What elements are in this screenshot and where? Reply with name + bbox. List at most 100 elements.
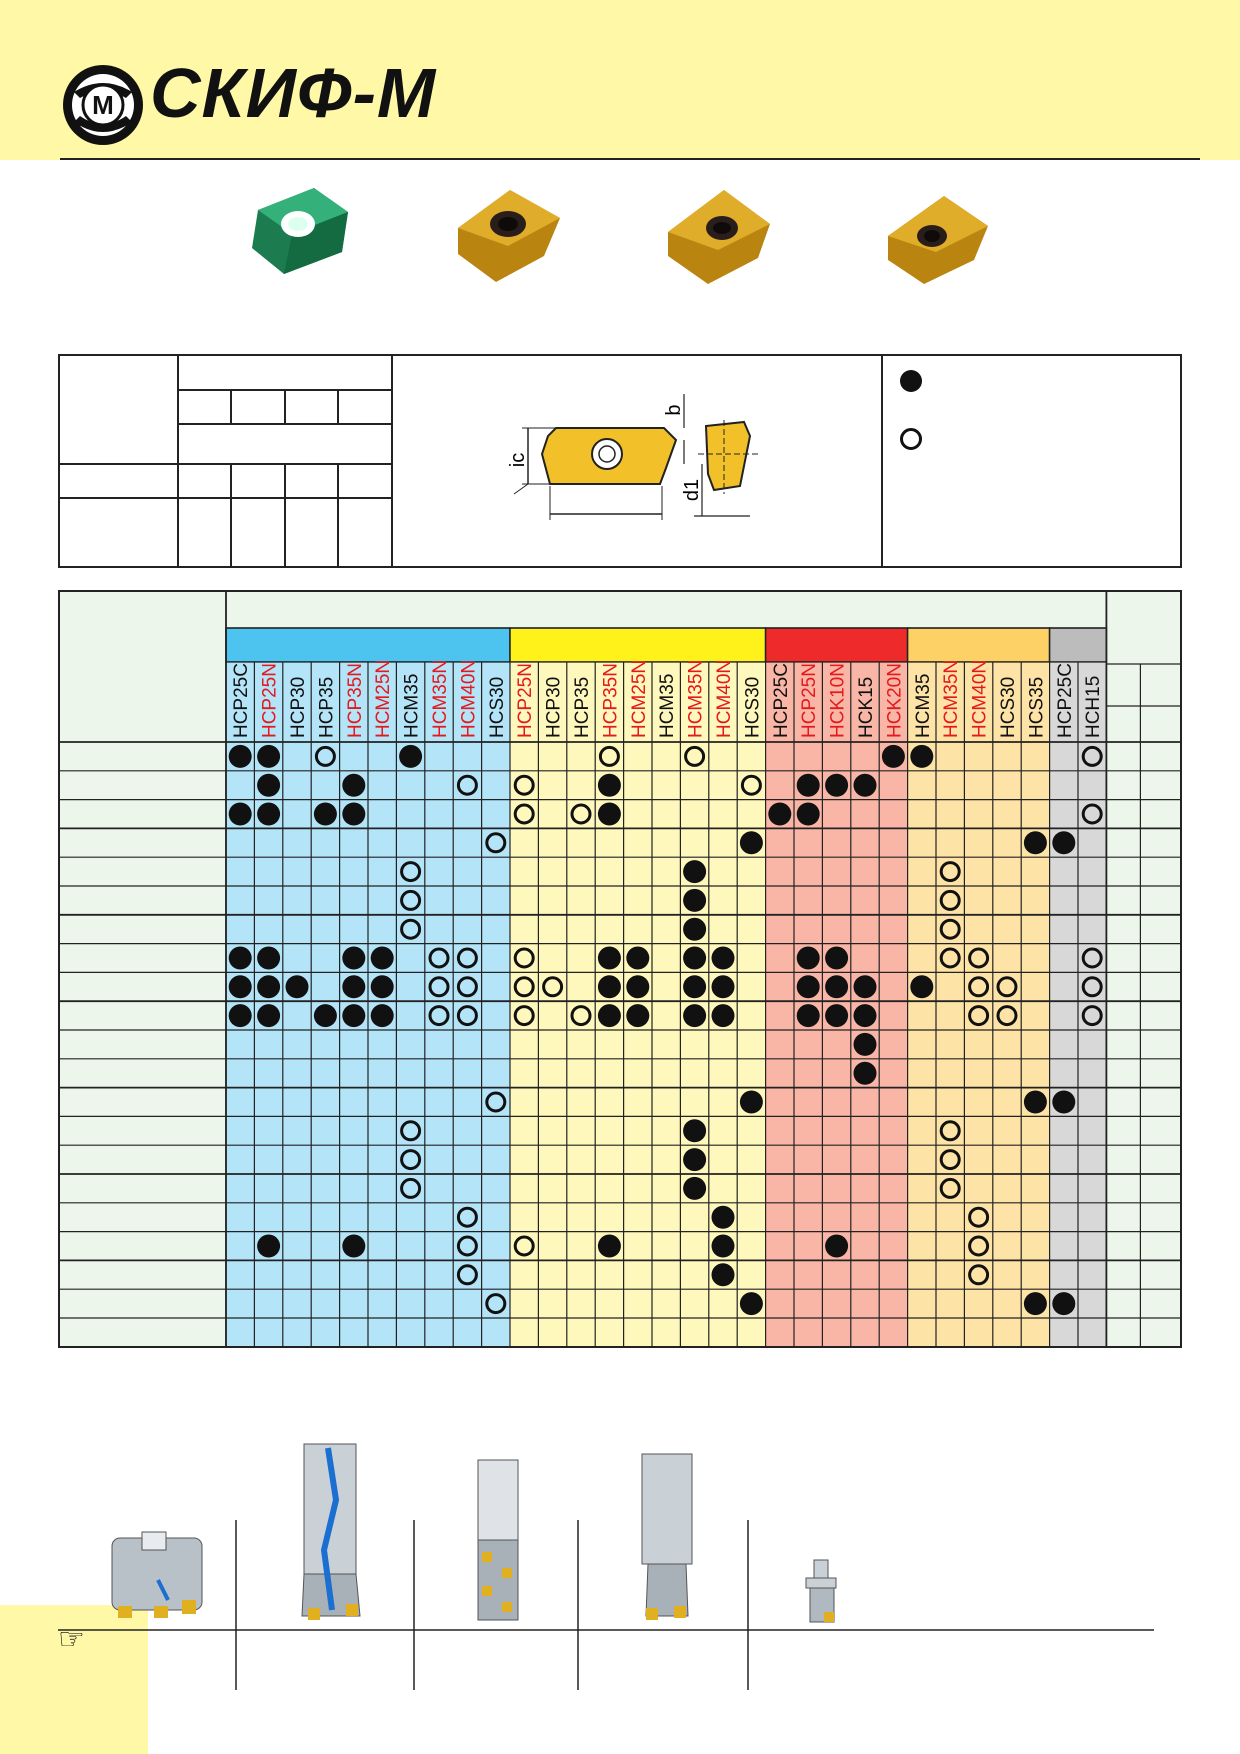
open-circle-mark — [598, 745, 620, 767]
filled-circle-mark — [342, 946, 366, 970]
column-label: HCP25C — [231, 663, 252, 738]
insert-green-icon — [252, 188, 348, 274]
filled-circle-mark — [825, 773, 849, 797]
open-circle-mark — [456, 1235, 478, 1257]
column-label: HCM35 — [913, 674, 934, 738]
filled-circle-mark — [228, 946, 252, 970]
open-circle-mark — [456, 1005, 478, 1027]
filled-circle-mark — [796, 946, 820, 970]
open-circle-mark — [968, 947, 990, 969]
open-circle-mark — [400, 889, 422, 911]
open-circle-mark — [485, 1293, 507, 1315]
filled-circle-mark — [683, 1176, 707, 1200]
filled-circle-mark — [257, 975, 281, 999]
column-label: HCM40N — [714, 660, 735, 738]
open-circle-mark — [968, 1264, 990, 1286]
open-circle-mark — [513, 803, 535, 825]
filled-circle-mark — [711, 1004, 735, 1028]
open-circle-mark — [428, 947, 450, 969]
open-circle-mark — [400, 1149, 422, 1171]
filled-circle-mark — [399, 744, 423, 768]
spec-grid: ic b d1 — [58, 354, 883, 568]
filled-circle-mark — [768, 802, 792, 826]
open-circle-mark — [456, 976, 478, 998]
filled-circle-mark — [825, 1004, 849, 1028]
open-circle-mark — [513, 774, 535, 796]
column-label: HCP25C — [1055, 663, 1076, 738]
column-label: HCP35N — [345, 663, 366, 738]
column-label: HCP25N — [260, 663, 281, 738]
helical-cutter-icon — [477, 1459, 519, 1621]
filled-circle-mark — [597, 1234, 621, 1258]
column-label: HCS30 — [998, 677, 1019, 738]
filled-circle-mark — [342, 975, 366, 999]
filled-circle-mark — [683, 888, 707, 912]
open-circle-mark — [968, 976, 990, 998]
open-circle-mark — [542, 976, 564, 998]
column-label: HCS30 — [487, 677, 508, 738]
column-label: HCS30 — [742, 677, 763, 738]
open-circle-mark — [513, 947, 535, 969]
open-circle-mark — [314, 745, 336, 767]
logo-emblem-icon: М — [63, 65, 143, 145]
filled-circle-mark — [683, 946, 707, 970]
column-label: HCP25N — [799, 663, 820, 738]
open-circle-mark — [456, 1264, 478, 1286]
filled-circle-mark — [257, 946, 281, 970]
filled-circle-mark — [626, 1004, 650, 1028]
filled-circle-mark — [1023, 831, 1047, 855]
filled-circle-mark — [739, 831, 763, 855]
filled-circle-mark — [796, 1004, 820, 1028]
column-label: HCK15 — [856, 677, 877, 738]
face-mill-icon — [111, 1531, 203, 1618]
filled-circle-mark — [683, 975, 707, 999]
label-b: b — [663, 404, 685, 415]
filled-circle-mark — [370, 975, 394, 999]
filled-circle-mark — [711, 1205, 735, 1229]
column-label: HCM40N — [970, 660, 991, 738]
open-circle-mark — [996, 1005, 1018, 1027]
filled-circle-mark — [228, 975, 252, 999]
open-circle-mark — [428, 976, 450, 998]
filled-circle-mark — [257, 1234, 281, 1258]
filled-circle-mark — [796, 802, 820, 826]
filled-circle-mark — [313, 802, 337, 826]
column-label: HCP35 — [316, 677, 337, 738]
brand-logo: М — [60, 62, 146, 153]
group-band-4 — [1048, 627, 1108, 663]
group-column-fill-3 — [907, 662, 1050, 1348]
open-circle-mark — [968, 1206, 990, 1228]
filled-circle-mark — [342, 773, 366, 797]
filled-circle-mark — [597, 975, 621, 999]
column-label: HCP30 — [288, 677, 309, 738]
filled-circle-mark — [285, 975, 309, 999]
filled-circle-mark — [881, 744, 905, 768]
insert-gold-1-icon — [458, 190, 560, 282]
filled-circle-mark — [626, 975, 650, 999]
filled-circle-mark — [711, 1234, 735, 1258]
filled-circle-mark — [228, 1004, 252, 1028]
open-circle-mark — [684, 745, 706, 767]
filled-circle-mark — [597, 1004, 621, 1028]
open-circle-mark — [1081, 947, 1103, 969]
open-circle-mark — [1081, 803, 1103, 825]
filled-circle-mark — [597, 946, 621, 970]
filled-circle-mark — [683, 860, 707, 884]
brand-name: СКИФ-М — [150, 54, 437, 132]
filled-circle-mark — [825, 1234, 849, 1258]
filled-circle-mark — [228, 744, 252, 768]
column-label: HCM35N — [941, 660, 962, 738]
filled-circle-mark — [683, 1004, 707, 1028]
filled-circle-mark — [626, 946, 650, 970]
column-label: HCK10N — [828, 663, 849, 738]
coolant-end-mill-icon — [301, 1443, 361, 1620]
filled-circle-mark — [597, 802, 621, 826]
matrix-gridlines — [58, 590, 1182, 1348]
filled-circle-mark — [825, 946, 849, 970]
open-circle-mark — [570, 803, 592, 825]
column-label: HCM35 — [402, 674, 423, 738]
group-band-0 — [225, 627, 511, 663]
shank-end-mill-icon — [641, 1453, 693, 1620]
filled-circle-mark — [711, 946, 735, 970]
